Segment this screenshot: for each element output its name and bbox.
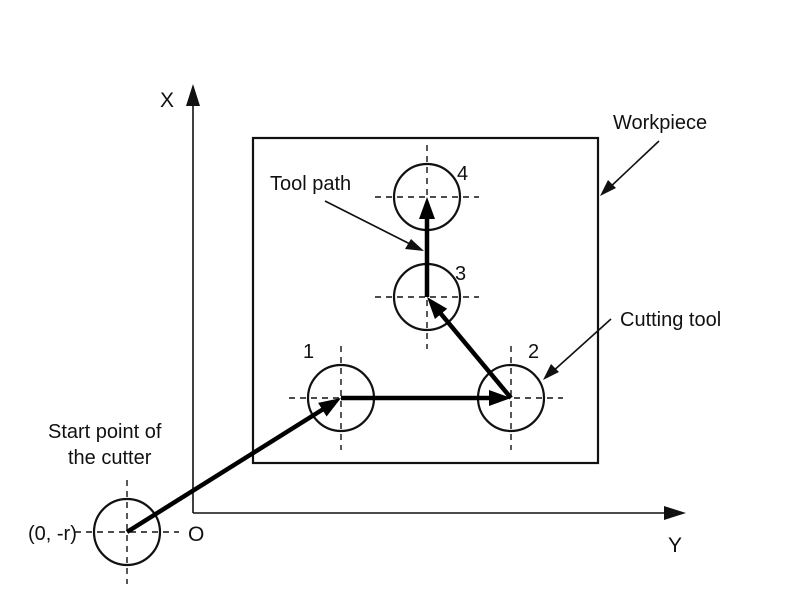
cutter-start: [75, 480, 179, 584]
cutting-tool-leader-line: [550, 318, 612, 374]
tool-path-leader-line: [324, 200, 413, 246]
workpiece-leader-arrowhead: [600, 180, 616, 196]
tool-path-annotation: Tool path: [270, 173, 424, 251]
start-point-label-line2: the cutter: [68, 447, 152, 469]
cutter-circle: [92, 497, 162, 567]
cutting-tool-label: Cutting tool: [620, 309, 721, 331]
tool-path-segment-start-to-p1: [125, 406, 326, 534]
tool-path-arrowhead: [419, 197, 435, 219]
workpiece-rectangle: [251, 136, 600, 465]
cutting-tool-annotation: Cutting tool: [543, 309, 721, 380]
tool-path-label: Tool path: [270, 173, 351, 195]
tool-path-arrowhead: [489, 390, 511, 406]
position-label-1: 1: [303, 341, 314, 363]
tool-path: [125, 197, 513, 534]
tool-path-arrowhead: [318, 398, 341, 417]
y-axis-label: Y: [668, 534, 682, 557]
start-coordinate-label: (0, -r): [28, 523, 77, 545]
position-label-3: 3: [455, 263, 466, 285]
workpiece-annotation: Workpiece: [600, 112, 707, 196]
y-axis-arrowhead: [664, 506, 686, 520]
start-point-label-line1: Start point of: [48, 421, 162, 443]
origin-label: O: [188, 523, 204, 546]
tool-path-leader-arrowhead: [405, 239, 424, 251]
tool-path-segment-p2-to-p3: [438, 310, 513, 400]
coordinate-axes: X Y O: [160, 84, 686, 557]
position-label-4: 4: [457, 163, 468, 185]
x-axis-label: X: [160, 89, 174, 112]
workpiece-label: Workpiece: [613, 112, 707, 134]
position-label-2: 2: [528, 341, 539, 363]
x-axis-arrowhead: [186, 84, 200, 106]
workpiece-leader-line: [605, 140, 660, 192]
start-point-annotation: Start point of the cutter (0, -r): [28, 421, 162, 545]
tool-path-arrowhead: [427, 297, 448, 320]
cutting-tool-leader-arrowhead: [543, 364, 559, 380]
